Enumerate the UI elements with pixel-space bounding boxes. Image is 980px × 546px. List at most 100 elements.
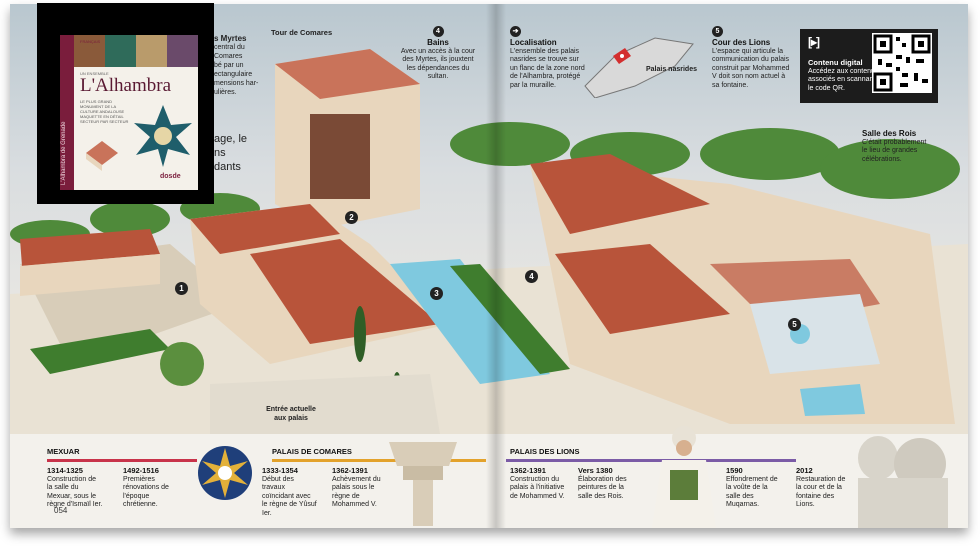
cour-lions-title: Cour des Lions xyxy=(712,38,771,47)
pool xyxy=(800,384,865,416)
location-map xyxy=(584,37,694,98)
myrtle-hedge xyxy=(450,264,570,374)
clipped-column: s Myrtes central du Comares bé par un ec… xyxy=(214,34,258,97)
book-cover: L'Alhambra de Grenade FRANÇAIS UN ENSEMB… xyxy=(60,35,198,190)
clipped-large-line: dants xyxy=(214,161,241,173)
tree xyxy=(160,342,204,386)
roof xyxy=(250,239,440,344)
event-text: Construction de la salle du Mexuar, sous… xyxy=(47,475,103,509)
label-cour-lions: 5 Cour des Lions L'espace qui articule l… xyxy=(712,26,794,90)
event-text: Construction du palais à l'initiative de… xyxy=(510,475,565,500)
book-spine: L'Alhambra de Grenade xyxy=(60,35,74,190)
localisation-title: Localisation xyxy=(510,38,557,47)
bains-title: Bains xyxy=(427,38,449,47)
wall xyxy=(20,254,160,296)
badge-4: 4 xyxy=(525,270,538,283)
badge-3: 3 xyxy=(430,287,443,300)
alhambra-illustration xyxy=(10,49,968,434)
star-ornament-icon xyxy=(198,446,252,500)
timeline-section-comares: PALAIS DE COMARES xyxy=(272,447,352,456)
roof xyxy=(530,154,710,234)
clipped-large-line: age, le xyxy=(214,133,248,145)
label-tour-comares: Tour de Comares xyxy=(271,28,333,37)
event-year: 2012 xyxy=(796,466,813,475)
event-text: Restauration de la cour et de la fontain… xyxy=(796,475,846,509)
book-language: FRANÇAIS xyxy=(80,39,101,44)
clipped-heading: s Myrtes xyxy=(214,34,247,43)
lion-sculpture-illustration xyxy=(858,436,948,528)
event-year: 1492-1516 xyxy=(123,466,159,475)
bains-number: 4 xyxy=(432,26,444,37)
digital-content-desc: Accédez aux contenus associés en scannan… xyxy=(808,67,879,92)
event-text: Achèvement du palais sous le règne de Mo… xyxy=(332,475,381,509)
roof xyxy=(555,244,730,334)
badge-5: 5 xyxy=(788,318,801,331)
timeline-bar-comares xyxy=(272,459,486,462)
roof xyxy=(20,229,160,266)
hedge xyxy=(30,329,170,374)
book-title: L'Alhambra xyxy=(80,75,172,96)
event-year: Vers 1380 xyxy=(578,466,613,475)
book-collection: UN ENSEMBLE xyxy=(80,71,109,76)
label-entree: Entrée actuelle aux palais xyxy=(266,406,316,422)
event-year: 1362-1391 xyxy=(332,466,368,475)
book-cover-overlay: L'Alhambra de Grenade FRANÇAIS UN ENSEMB… xyxy=(37,3,214,204)
badge-2: 2 xyxy=(345,211,358,224)
timeline-bar-lions xyxy=(506,459,796,462)
model-thumbnail-icon xyxy=(86,141,118,171)
entrance-esplanade xyxy=(210,374,440,434)
page-number: 054 xyxy=(54,506,68,515)
star-tile-icon xyxy=(134,105,192,167)
qr-code[interactable] xyxy=(872,33,932,93)
digital-content-text: Contenu digital Accédez aux contenus ass… xyxy=(808,58,880,93)
nasrid-figure-illustration xyxy=(652,426,716,528)
salle-rois-title: Salle des Rois xyxy=(862,129,917,138)
tower-top xyxy=(275,49,420,99)
digital-content-box: [▸] Contenu digital Accédez aux contenus… xyxy=(800,29,938,103)
label-salle-rois: Salle des Rois C'était probablement le l… xyxy=(862,129,932,164)
clipped-line: central du xyxy=(214,44,245,51)
clipped-line: mensions har- xyxy=(214,80,259,87)
clipped-line: Comares xyxy=(214,53,243,60)
cour-des-lions xyxy=(750,294,880,374)
timeline-section-lions: PALAIS DES LIONS xyxy=(510,447,580,456)
cour-lions-text: L'espace qui articule la communication d… xyxy=(712,47,790,89)
badge-1: 1 xyxy=(175,282,188,295)
event-year: 1590 xyxy=(726,466,743,475)
timeline-section-mexuar: MEXUAR xyxy=(47,447,80,456)
event-text: Début des travaux coïncidant avec le règ… xyxy=(262,475,317,517)
page-gutter xyxy=(486,4,506,528)
digital-content-title: Contenu digital xyxy=(808,58,863,67)
roof xyxy=(190,204,340,254)
timeline-bar-mexuar xyxy=(47,459,197,462)
event-year: 1314-1325 xyxy=(47,466,83,475)
spine-text: L'Alhambra de Grenade xyxy=(61,121,67,185)
cypress-tree xyxy=(354,306,366,362)
event-year: 1333-1354 xyxy=(262,466,298,475)
event-text: Élaboration des peintures de la salle de… xyxy=(578,475,627,500)
cour-lions-number: 5 xyxy=(712,26,723,37)
digital-content-icon: [▸] xyxy=(808,35,820,49)
compass-icon: ➔ xyxy=(510,26,521,37)
clipped-line: bé par un xyxy=(214,62,244,69)
event-year: 1362-1391 xyxy=(510,466,546,475)
label-palais-nasrides: Palais nasrides xyxy=(646,66,697,73)
tower-cutaway xyxy=(310,114,370,199)
localisation-text: L'ensemble des palais nasrides se trouve… xyxy=(510,47,585,89)
book-publisher: dosde xyxy=(160,173,181,180)
bains-text: Avec un accès à la cour des Myrtes, ils … xyxy=(400,47,476,81)
clipped-large-text: age, le ns dants xyxy=(214,132,247,174)
tile-pattern-banner xyxy=(74,35,198,67)
label-localisation: ➔ Localisation L'ensemble des palais nas… xyxy=(510,26,588,90)
event-text: Premières rénovations de l'époque chréti… xyxy=(123,475,169,509)
book-subtitle: LE PLUS GRAND MONUMENT DE LA CULTURE AND… xyxy=(80,99,129,124)
